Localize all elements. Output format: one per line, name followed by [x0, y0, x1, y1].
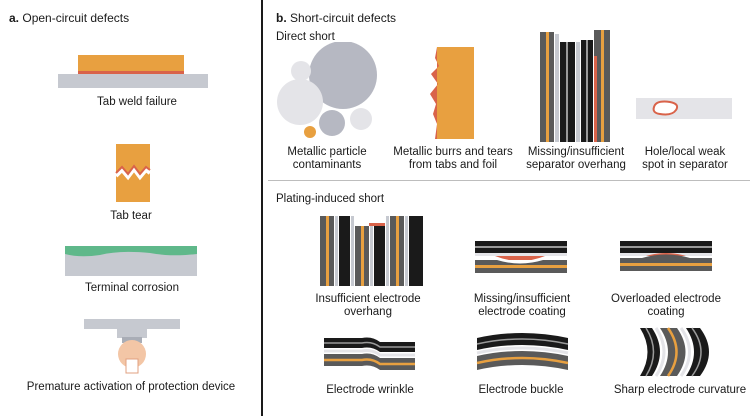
direct-short-heading: Direct short — [276, 31, 335, 43]
label-tab-tear: Tab tear — [110, 210, 152, 222]
sharp-curvature-illustration — [640, 327, 709, 377]
metallic-particles-illustration — [277, 42, 377, 138]
label-wrinkle: Electrode wrinkle — [326, 384, 414, 396]
overloaded-coating-illustration — [620, 241, 712, 271]
insufficient-overhang-illustration — [320, 216, 423, 286]
label-overloaded-1: Overloaded electrode — [611, 293, 721, 305]
protection-device-illustration — [84, 319, 180, 374]
label-buckle: Electrode buckle — [478, 384, 564, 396]
label-burrs-1: Metallic burrs and tears — [393, 146, 513, 158]
corrosion-illustration — [65, 246, 197, 276]
label-overhang-1: Missing/insufficient — [527, 146, 625, 158]
label-missing-coat-1: Missing/insufficient — [473, 293, 571, 305]
missing-coating-illustration — [475, 241, 567, 273]
label-ins-overhang-1: Insufficient electrode — [315, 293, 421, 305]
separator-hole-illustration — [636, 98, 732, 119]
separator-overhang-illustration — [540, 30, 610, 142]
label-missing-coat-2: electrode coating — [478, 306, 566, 318]
section-divider — [268, 180, 750, 181]
label-hole-2: spot in separator — [642, 159, 728, 171]
metallic-burrs-illustration — [430, 47, 474, 139]
electrode-wrinkle-illustration — [324, 337, 415, 370]
plating-short-heading: Plating-induced short — [276, 193, 385, 205]
label-overhang-2: separator overhang — [526, 159, 626, 171]
label-burrs-2: from tabs and foil — [408, 159, 498, 171]
panel-b-letter: b. — [276, 11, 287, 25]
label-tab-weld: Tab weld failure — [97, 96, 177, 108]
tab-tear-illustration — [114, 144, 152, 202]
label-overloaded-2: coating — [647, 306, 685, 318]
panel-b-title: Short-circuit defects — [290, 11, 397, 25]
panel-b-heading: b. Short-circuit defects — [276, 12, 396, 25]
label-ins-overhang-2: overhang — [344, 306, 392, 318]
tab-weld-illustration — [58, 55, 208, 88]
label-curvature: Sharp electrode curvature — [613, 384, 747, 396]
panel-a-title: Open-circuit defects — [22, 11, 130, 25]
label-premature: Premature activation of protection devic… — [26, 381, 236, 393]
panel-a-letter: a. — [9, 11, 20, 25]
label-corrosion: Terminal corrosion — [85, 282, 179, 294]
electrode-buckle-illustration — [476, 333, 569, 370]
label-hole-1: Hole/local weak — [644, 146, 726, 158]
label-particles-2: contaminants — [292, 159, 362, 171]
panel-divider — [261, 0, 263, 416]
panel-a-heading: a. Open-circuit defects — [9, 12, 129, 25]
label-particles-1: Metallic particle — [287, 146, 367, 158]
